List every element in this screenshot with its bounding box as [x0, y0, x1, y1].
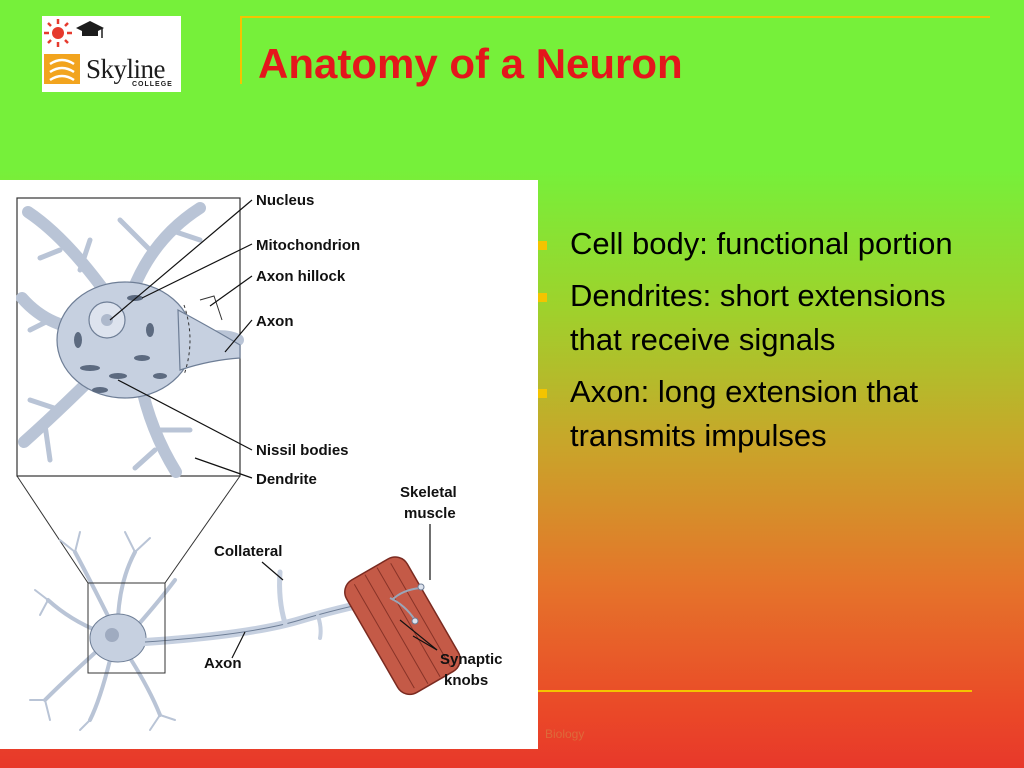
label-synaptic-2: knobs: [444, 672, 488, 689]
leader-lines: [109, 199, 438, 659]
label-axon-closeup: Axon: [256, 313, 294, 330]
footer-text: Biology: [545, 727, 585, 741]
skeletal-muscle: [344, 556, 461, 696]
logo-sub: COLLEGE: [132, 81, 173, 88]
neuron-diagram: Nucleus Mitochondrion Axon hillock Axon …: [0, 180, 538, 749]
bullet-item: Cell body: functional portion: [532, 222, 1002, 266]
bullet-item: Axon: long extension that transmits impu…: [532, 370, 1002, 458]
cell-body-closeup: [16, 202, 244, 478]
label-axon: Axon: [204, 655, 242, 672]
label-nucleus: Nucleus: [256, 192, 314, 209]
logo-mark-icon: [44, 19, 104, 84]
top-accent-rule-vertical: [240, 16, 242, 84]
label-axon-hillock: Axon hillock: [256, 268, 346, 285]
label-synaptic-1: Synaptic: [440, 651, 503, 668]
bullet-text: Cell body: functional portion: [570, 226, 953, 261]
slide-title: Anatomy of a Neuron: [258, 40, 683, 87]
bottom-accent-rule: [538, 690, 972, 692]
label-mitochondrion: Mitochondrion: [256, 237, 360, 254]
whole-neuron: [29, 531, 394, 731]
label-dendrite: Dendrite: [256, 471, 317, 488]
label-skeletal-2: muscle: [404, 505, 456, 522]
label-collateral: Collateral: [214, 543, 282, 560]
bullet-text: Dendrites: short extensions that receive…: [570, 278, 946, 357]
bullet-list: Cell body: functional portion Dendrites:…: [532, 222, 1002, 466]
logo-name: Skyline: [86, 54, 166, 84]
bullet-square-icon: [538, 389, 547, 398]
label-nissil-bodies: Nissil bodies: [256, 442, 349, 459]
skyline-college-logo: Skyline COLLEGE: [42, 16, 181, 92]
bullet-square-icon: [538, 293, 547, 302]
bullet-square-icon: [538, 241, 547, 250]
zoom-source-frame: [87, 582, 166, 674]
label-skeletal-1: Skeletal: [400, 484, 457, 501]
neuron-illustration: Nucleus Mitochondrion Axon hillock Axon …: [16, 192, 503, 731]
top-accent-rule: [240, 16, 990, 18]
bullet-text: Axon: long extension that transmits impu…: [570, 374, 919, 453]
bullet-item: Dendrites: short extensions that receive…: [532, 274, 1002, 362]
